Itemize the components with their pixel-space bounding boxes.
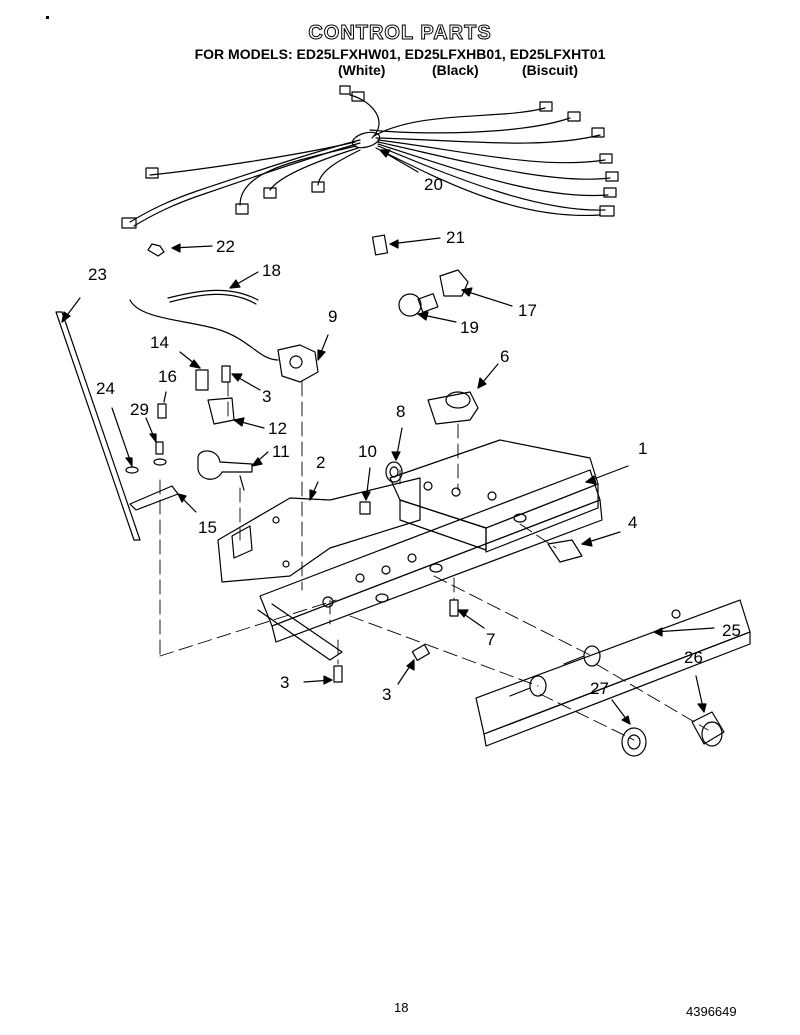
wiring-harness (121, 85, 619, 229)
part-7-screw (449, 599, 485, 629)
callout-24: 24 (96, 379, 115, 398)
callout-1: 1 (638, 439, 648, 458)
callout-9: 9 (328, 307, 338, 326)
model-list: FOR MODELS: ED25LFXHW01, ED25LFXHB01, ED… (0, 46, 800, 62)
callout-3-bottom-right: 3 (382, 685, 392, 704)
part-21-connector (371, 234, 441, 256)
callout-14: 14 (150, 333, 169, 352)
callout-22: 22 (216, 237, 235, 256)
callout-25: 25 (722, 621, 741, 640)
page-number: 18 (394, 1000, 409, 1015)
part-3-screw-bottom-right (397, 644, 431, 685)
callout-6: 6 (500, 347, 510, 366)
callout-12: 12 (268, 419, 287, 438)
document-number: 4396649 (686, 1004, 737, 1019)
callout-3-bottom-left: 3 (280, 673, 290, 692)
callout-23: 23 (88, 265, 107, 284)
part-8-grommet (385, 427, 403, 483)
part-12-bracket (207, 397, 265, 429)
callout-2: 2 (316, 453, 326, 472)
part-29-screw (145, 417, 167, 466)
callout-3-top: 3 (262, 387, 272, 406)
part-25-control-panel (475, 599, 751, 747)
callout-27: 27 (590, 679, 609, 698)
model-1: ED25LFXHW01, (296, 46, 401, 62)
callout-16: 16 (158, 367, 177, 386)
part-24-washer (111, 407, 139, 474)
part-10-screw (359, 467, 371, 515)
callout-26: 26 (684, 648, 703, 667)
part-18-tube (167, 271, 259, 305)
corner-mark (46, 16, 49, 19)
assembly-guide-lines (159, 381, 709, 741)
callout-15: 15 (198, 518, 217, 537)
callout-19: 19 (460, 318, 479, 337)
models-prefix: FOR MODELS: (194, 46, 293, 62)
part-19-bulb (398, 293, 457, 323)
part-23-strip (55, 297, 141, 541)
model-1-color: (White) (338, 62, 386, 78)
part-4-switch (547, 531, 621, 563)
part-11-shaft (197, 450, 269, 491)
callout-18: 18 (262, 261, 281, 280)
callout-29: 29 (130, 400, 149, 419)
part-2-bracket (217, 477, 421, 583)
callout-17: 17 (518, 301, 537, 320)
part-14-label (179, 351, 209, 391)
model-2: ED25LFXHB01, (404, 46, 506, 62)
part-22-clip (147, 243, 213, 257)
model-2-color: (Black) (432, 62, 479, 78)
part-27-knob (611, 699, 647, 757)
page-title: CONTROL PARTS (308, 22, 492, 45)
model-3-color: (Biscuit) (522, 62, 578, 78)
part-3-screw-top (221, 365, 261, 391)
part-16-screw (157, 391, 167, 419)
part-26-knob (691, 675, 725, 747)
callout-11: 11 (272, 442, 290, 461)
callout-10: 10 (358, 442, 377, 461)
part-6-timer (427, 363, 499, 425)
callout-21: 21 (446, 228, 465, 247)
model-3: ED25LFXHT01 (509, 46, 606, 62)
callout-8: 8 (396, 402, 406, 421)
part-15-lever (129, 485, 197, 513)
callout-7: 7 (486, 630, 496, 649)
part-9-thermostat (129, 299, 329, 383)
callout-20: 20 (424, 175, 443, 194)
part-1-control-housing (257, 439, 629, 661)
callout-4: 4 (628, 513, 638, 532)
part-17-socket (439, 269, 513, 307)
part-3-screw-bottom-left (303, 665, 343, 685)
